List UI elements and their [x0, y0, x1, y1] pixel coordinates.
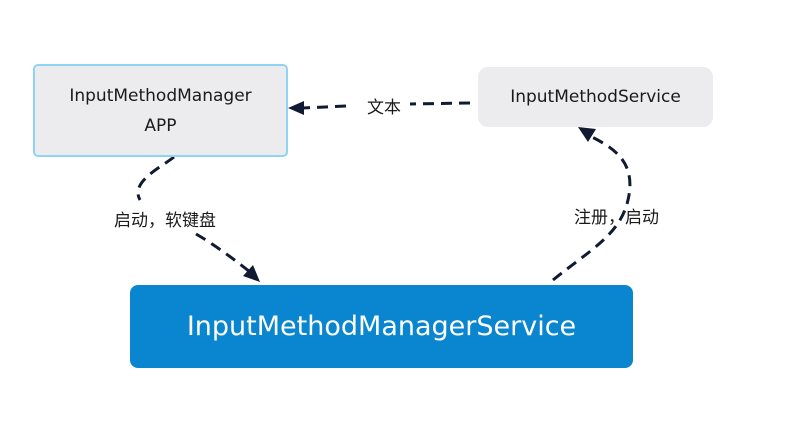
node-input-method-service-label: InputMethodService — [510, 87, 681, 107]
edge-ims-to-app — [302, 101, 471, 110]
edge-label-text: 文本 — [367, 98, 401, 118]
node-input-method-service: InputMethodService — [478, 67, 713, 127]
edge-imms-to-ims — [552, 135, 632, 282]
edge-app-to-imms-arrowhead — [243, 265, 260, 282]
edge-app-to-imms — [136, 155, 251, 274]
node-input-method-manager-app-label: InputMethodManager APP — [69, 85, 252, 136]
node-input-method-manager-app: InputMethodManager APP — [33, 64, 288, 157]
edge-ims-to-app-arrowhead — [288, 101, 304, 115]
edge-label-launch-keyboard: 启动，软键盘 — [114, 211, 216, 231]
edge-label-register-launch: 注册，启动 — [574, 208, 659, 228]
node-input-method-manager-service: InputMethodManagerService — [130, 285, 633, 368]
edge-imms-to-ims-arrowhead — [578, 127, 596, 142]
node-input-method-manager-service-label: InputMethodManagerService — [186, 311, 577, 342]
